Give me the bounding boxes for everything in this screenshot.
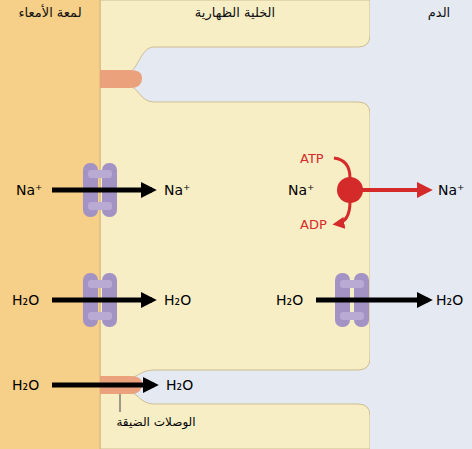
energy-label: ATP [300,150,324,168]
flow-arrow [52,298,152,303]
ion-label: Na⁺ [438,181,464,199]
channel-band [88,312,112,320]
water-label: H₂O [166,376,193,394]
water-label: H₂O [276,291,303,309]
ion-label: Na⁺ [16,181,42,199]
ion-label: Na⁺ [288,181,314,199]
channel-band [340,312,364,320]
part-name: الوصلات الضيقة [100,413,212,431]
leader-line [120,394,121,412]
flow-arrow [52,188,152,193]
cell-body [100,86,370,378]
channel-band [88,280,112,288]
channel-band [88,170,112,178]
region-title: لمعة الأمعاء [0,5,100,21]
channel-band [340,280,364,288]
energy-label: ADP [300,216,327,234]
water-label: H₂O [164,291,191,309]
water-label: H₂O [436,291,463,309]
region-title: الدم [406,5,472,21]
water-label: H₂O [12,291,39,309]
channel-band [88,202,112,210]
flow-arrow [316,298,428,303]
sodium-pump [337,177,363,203]
region-title: الخلية الظهارية [140,5,330,21]
pump-arrow [362,188,428,192]
water-label: H₂O [12,376,39,394]
flow-arrow [52,383,154,388]
tight-junction [100,70,142,88]
ion-label: Na⁺ [164,181,190,199]
